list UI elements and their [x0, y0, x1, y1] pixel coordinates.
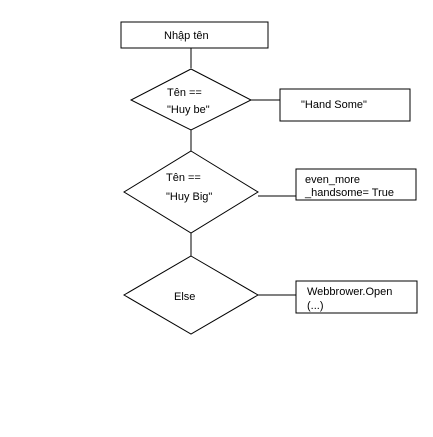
decision-3-diamond	[123, 255, 259, 335]
result-1-line-1: "Hand Some"	[301, 99, 367, 111]
decision-2-diamond	[123, 150, 259, 234]
decision-1-line-2: "Huy be"	[167, 104, 210, 116]
start-box	[120, 21, 269, 49]
decision-2-line-2: "Huy Big"	[166, 191, 212, 203]
decision-2-line-1: Tên ==	[166, 172, 201, 184]
result-2-line-1: even_more	[305, 174, 360, 186]
result-3-box	[295, 280, 418, 314]
decision-1-line-1: Tên ==	[167, 87, 202, 99]
decision-3-line-1: Else	[174, 291, 195, 303]
decision-1-diamond	[129, 68, 253, 131]
result-1-box	[279, 88, 411, 122]
start-box-label: Nhập tên	[164, 30, 209, 42]
result-3-line-2: (...)	[307, 300, 324, 312]
result-2-box	[295, 168, 417, 201]
result-2-line-2: _handsome= True	[304, 187, 394, 199]
result-3-line-1: Webbrower.Open	[307, 286, 392, 298]
